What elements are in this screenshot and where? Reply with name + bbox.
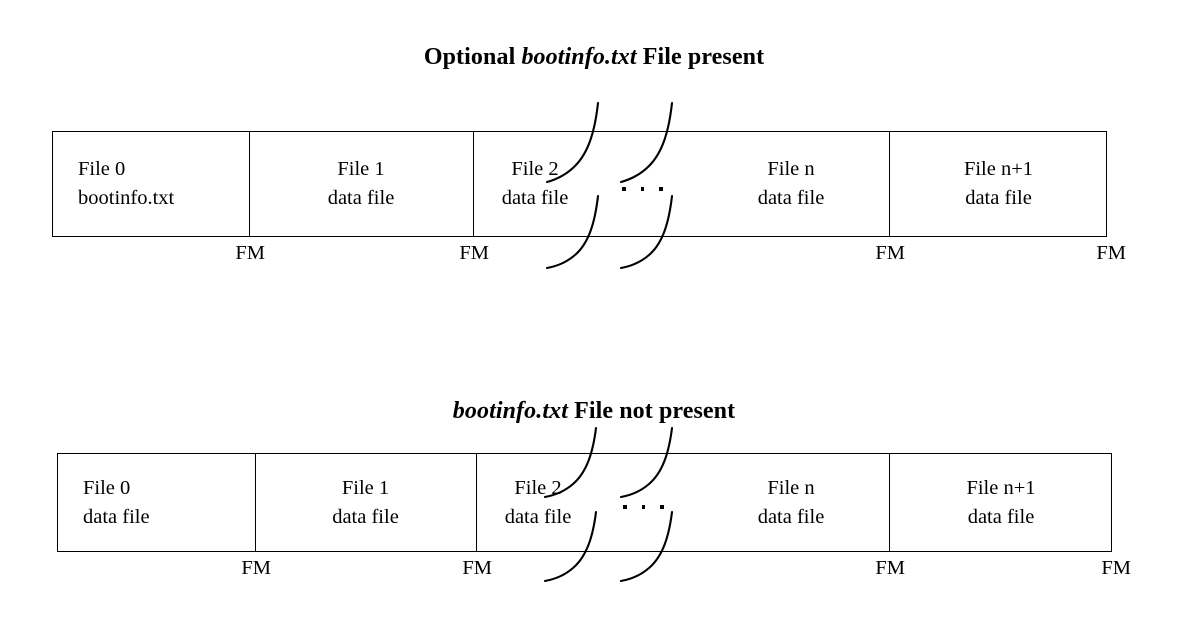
band-1-cell-file-0: File 0 bootinfo.txt (53, 132, 274, 236)
band-2-cell-file-2-line1: File 2 (514, 476, 562, 499)
band-2-ellipsis-dot-1 (623, 505, 627, 509)
band-1-cell-file-2-line2: data file (501, 187, 569, 209)
band-2-cell-file-n-plus-1: File n+1 data file (889, 454, 1113, 551)
diagram-2-title-emphasis: bootinfo.txt (452, 398, 568, 424)
band-2-cell-file-n-line1: File n (767, 476, 815, 499)
band-1-fm-label-3: FM (1096, 242, 1126, 264)
band-2-cell-file-0: File 0 data file (58, 454, 280, 551)
band-1-cell-file-1-line1: File 1 (337, 158, 385, 181)
band-2-cell-file-2: File 2 data file (476, 454, 600, 551)
band-1-cell-file-1: File 1 data file (249, 132, 473, 236)
band-1-cell-file-2-line1: File 2 (511, 158, 559, 181)
band-1-cell-file-2: File 2 data file (473, 132, 597, 236)
band-2-cell-file-n-plus-1-line1: File n+1 (966, 476, 1036, 499)
diagram-1-title-suffix: File present (636, 44, 765, 70)
band-2-cell-file-n-plus-1-line2: data file (967, 505, 1035, 528)
band-1-ellipsis-dot-2 (640, 187, 644, 191)
band-2-cell-file-0-line1: File 0 (83, 476, 131, 499)
band-2-ellipsis (623, 505, 664, 509)
file-band-bootinfo-absent: File 0 data file File 1 data file File 2… (57, 453, 1112, 552)
diagram-1-title-emphasis: bootinfo.txt (521, 44, 637, 70)
band-1-fm-label-2: FM (875, 242, 905, 264)
band-1-ellipsis (622, 187, 663, 191)
band-1-fm-label-0: FM (235, 242, 265, 264)
band-1-cell-file-0-line1: File 0 (78, 158, 126, 181)
band-2-cell-file-n-line2: data file (757, 505, 825, 528)
diagram-1-title-prefix: Optional (423, 44, 522, 70)
diagram-1-title: Optional bootinfo.txt File present (0, 44, 1188, 71)
diagram-2-title-suffix: File not present (567, 398, 736, 424)
band-2-cell-file-1-line1: File 1 (341, 476, 390, 499)
band-1-cell-file-n-line1: File n (767, 158, 815, 181)
band-2-fm-label-0: FM (241, 557, 271, 579)
band-1-cell-file-n-plus-1-line2: data file (965, 187, 1032, 209)
band-1-cell-file-n-plus-1-line1: File n+1 (963, 158, 1034, 181)
band-2-ellipsis-dot-2 (641, 505, 645, 509)
band-2-fm-label-1: FM (462, 557, 492, 579)
band-2-cell-file-1: File 1 data file (255, 454, 476, 551)
file-band-bootinfo-present: File 0 bootinfo.txt File 1 data file Fil… (52, 131, 1107, 237)
band-2-cell-file-1-line2: data file (332, 505, 399, 528)
band-1-ellipsis-dot-1 (622, 187, 626, 191)
band-1-ellipsis-dot-3 (659, 187, 663, 191)
band-1-cell-file-n: File n data file (693, 132, 889, 236)
band-1-divider-0 (249, 132, 250, 236)
band-2-divider-0 (255, 454, 256, 551)
band-2-cell-file-0-line2: data file (83, 505, 150, 528)
band-1-cell-file-0-line2: bootinfo.txt (78, 187, 175, 209)
band-2-ellipsis-dot-3 (660, 505, 664, 509)
band-1-cell-file-1-line2: data file (327, 187, 395, 209)
band-2-divider-2 (889, 454, 890, 551)
band-2-fm-label-3: FM (1101, 557, 1131, 579)
band-1-divider-2 (889, 132, 890, 236)
band-1-cell-file-n-plus-1: File n+1 data file (889, 132, 1108, 236)
band-1-divider-1 (473, 132, 474, 236)
band-1-cell-file-n-line2: data file (757, 187, 825, 209)
band-1-fm-label-1: FM (459, 242, 489, 264)
band-2-cell-file-2-line2: data file (504, 505, 572, 528)
band-2-cell-file-n: File n data file (693, 454, 889, 551)
band-2-fm-label-2: FM (875, 557, 905, 579)
diagram-2-title: bootinfo.txt File not present (0, 398, 1188, 425)
band-2-divider-1 (476, 454, 477, 551)
